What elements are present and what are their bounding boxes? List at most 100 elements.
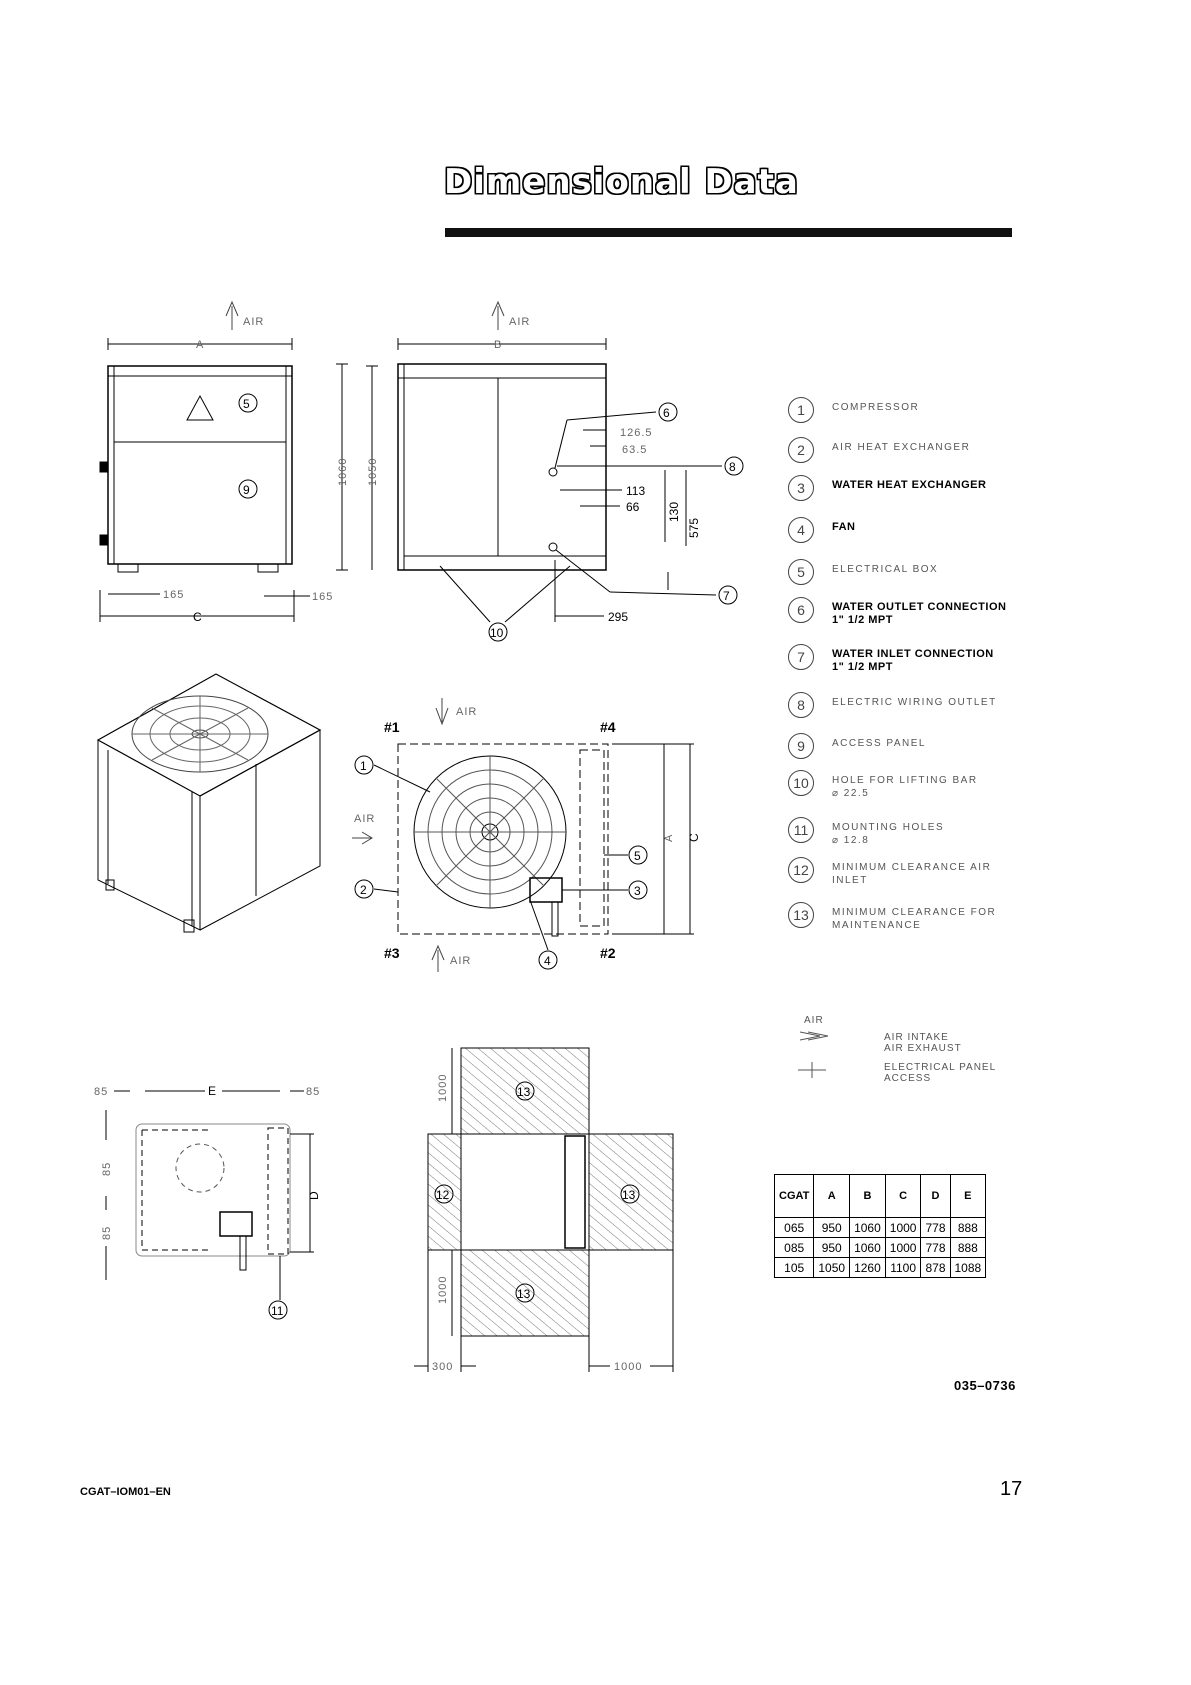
base-dim-d: D	[307, 1191, 321, 1200]
legend-label: COMPRESSOR	[832, 402, 920, 413]
top-view: AIR #1 #4 #3 #2 AIR A C 1 2 3	[352, 698, 701, 972]
table-header-cell: B	[849, 1174, 886, 1218]
legend-item: 8 ELECTRIC WIRING OUTLET	[788, 692, 997, 718]
legend-number: 9	[788, 733, 814, 759]
base-dim-85b: 85	[306, 1086, 320, 1098]
top-callout-4: 4	[544, 954, 551, 968]
key-panel-line1: ELECTRICAL PANEL	[884, 1062, 997, 1073]
top-callout-3: 3	[634, 884, 641, 898]
key-panel-line2: ACCESS	[884, 1073, 932, 1084]
side-dim-113: 113	[626, 484, 645, 498]
table-cell: 1100	[884, 1257, 922, 1278]
legend-label: MINIMUM CLEARANCE FOR	[832, 907, 997, 918]
table-cell: 085	[773, 1237, 815, 1258]
front-callout-5: 5	[243, 397, 250, 411]
document-id: CGAT–IOM01–EN	[80, 1486, 171, 1498]
legend-item: 12 MINIMUM CLEARANCE AIR INLET	[788, 857, 991, 887]
legend-sublabel: MAINTENANCE	[832, 920, 922, 931]
side-callout-10: 10	[490, 626, 504, 640]
clear-dim-1000a: 1000	[437, 1074, 449, 1102]
table-header-cell: CGAT	[773, 1174, 815, 1218]
corner-2: #2	[600, 945, 616, 961]
legend-text: ELECTRICAL BOX	[832, 559, 938, 576]
front-dim-165a: 165	[163, 589, 184, 601]
legend-item: 13 MINIMUM CLEARANCE FOR MAINTENANCE	[788, 902, 996, 932]
legend-label: WATER OUTLET CONNECTION	[832, 601, 1007, 613]
table-cell: 105	[773, 1257, 815, 1278]
table-cell: 878	[920, 1257, 951, 1278]
legend-text: AIR HEAT EXCHANGER	[832, 437, 970, 454]
side-dim-575: 575	[687, 518, 701, 538]
legend-text: FAN	[832, 517, 856, 534]
key-air-intake: AIR INTAKE	[884, 1032, 949, 1043]
legend-item: 5 ELECTRICAL BOX	[788, 559, 938, 585]
legend-number: 1	[788, 397, 814, 423]
legend-number: 10	[788, 770, 814, 796]
legend-sublabel: 1" 1/2 MPT	[832, 661, 893, 673]
corner-4: #4	[600, 719, 616, 735]
front-dim-c: C	[193, 610, 202, 624]
legend-item: 9 ACCESS PANEL	[788, 733, 926, 759]
legend-label: AIR HEAT EXCHANGER	[832, 442, 971, 453]
side-dim-295: 295	[608, 610, 628, 624]
legend-item: 4 FAN	[788, 517, 856, 543]
base-view: 85 E 85 D 85 85 11	[94, 1084, 321, 1320]
legend-number: 12	[788, 857, 814, 883]
base-dim-85d: 85	[101, 1226, 113, 1240]
table-header-cell: A	[813, 1174, 851, 1218]
legend-text: COMPRESSOR	[832, 397, 919, 414]
table-cell: 1060	[849, 1217, 886, 1238]
side-view: AIR B 1060 1050 6 8 7 126.5 63.5 113 66	[336, 300, 744, 642]
top-callout-5: 5	[634, 849, 641, 863]
top-dim-a: A	[663, 834, 675, 842]
legend-label: WATER INLET CONNECTION	[832, 648, 994, 660]
clear-dim-1000b: 1000	[437, 1276, 449, 1304]
table-cell: 1088	[949, 1257, 987, 1278]
front-callout-9: 9	[243, 483, 250, 497]
legend-text: WATER HEAT EXCHANGER	[832, 475, 986, 492]
side-dim-126: 126.5	[620, 427, 653, 439]
legend-label: ELECTRIC WIRING OUTLET	[832, 697, 997, 708]
table-cell: 1000	[884, 1237, 922, 1258]
legend-number: 7	[788, 644, 814, 670]
legend-item: 10 HOLE FOR LIFTING BAR ⌀ 22.5	[788, 770, 978, 800]
legend-number: 2	[788, 437, 814, 463]
legend-number: 13	[788, 902, 814, 928]
key-air-label: AIR	[804, 1015, 824, 1026]
legend-sublabel: INLET	[832, 875, 868, 886]
table-cell: 1050	[813, 1257, 851, 1278]
legend-label: MINIMUM CLEARANCE AIR	[832, 862, 992, 873]
side-callout-8: 8	[729, 460, 736, 474]
legend-item: 2 AIR HEAT EXCHANGER	[788, 437, 970, 463]
legend-number: 5	[788, 559, 814, 585]
legend-number: 4	[788, 517, 814, 543]
air-label-side: AIR	[509, 316, 530, 328]
air-label-left: AIR	[354, 813, 375, 825]
top-callout-2: 2	[360, 883, 367, 897]
legend-label: ACCESS PANEL	[832, 738, 926, 749]
table-cell: 888	[949, 1237, 987, 1258]
legend-sublabel: ⌀ 22.5	[832, 788, 870, 799]
clear-dim-300: 300	[432, 1361, 453, 1373]
clearance-view: 13 13 13 12 1000 1000 300 1000	[414, 1047, 674, 1373]
legend-label: MOUNTING HOLES	[832, 822, 945, 833]
side-dim-1050: 1050	[367, 458, 379, 486]
base-callout-11: 11	[271, 1304, 284, 1318]
table-header-cell: E	[949, 1174, 987, 1218]
clear-callout-13b: 13	[517, 1287, 531, 1301]
air-label-front: AIR	[243, 316, 264, 328]
legend-label: FAN	[832, 521, 856, 533]
legend-label: HOLE FOR LIFTING BAR	[832, 775, 978, 786]
table-cell: 778	[920, 1217, 951, 1238]
legend-number: 8	[788, 692, 814, 718]
clear-callout-13a: 13	[517, 1085, 531, 1099]
corner-1: #1	[384, 719, 400, 735]
